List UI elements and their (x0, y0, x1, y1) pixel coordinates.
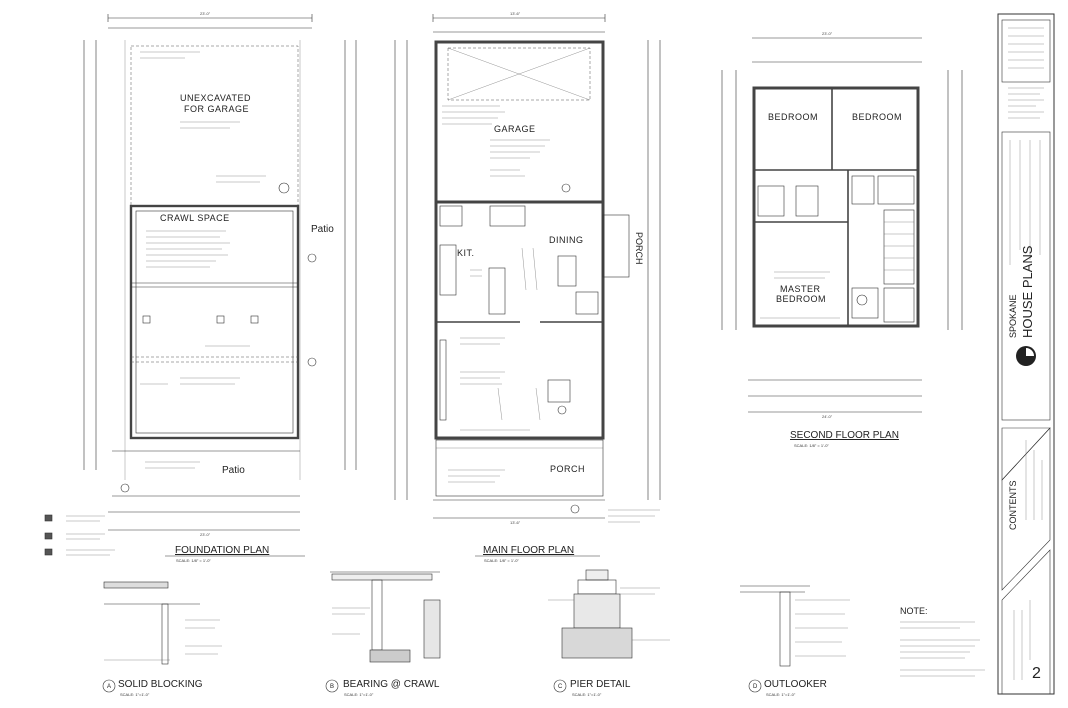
foundation-patio-front: Patio (222, 465, 245, 476)
detail-1-number: A (107, 684, 111, 690)
detail-4-label: OUTLOOKER (764, 679, 827, 690)
main-kitchen-label: KIT. (457, 248, 475, 258)
detail-4-scale: SCALE: 1"=1'-0" (766, 692, 796, 697)
title-block: SPOKANE HOUSE PLANS CONTENTS 2 (997, 13, 1055, 695)
detail-pier: C PIER DETAIL SCALE: 1"=1'-0" (548, 569, 670, 697)
foundation-plan: 23'-0" UNEXCAVATED FOR GARAGE CRAWL SPAC… (44, 11, 357, 563)
title-page-number: 2 (1032, 665, 1041, 682)
detail-solid-blocking: A SOLID BLOCKING SCALE: 1"=1'-0" (102, 581, 222, 697)
foundation-title: FOUNDATION PLAN (175, 545, 269, 556)
detail-3-scale: SCALE: 1"=1'-0" (572, 692, 602, 697)
detail-3-number: C (558, 684, 563, 690)
detail-4-number: D (753, 684, 758, 690)
second-scale: SCALE: 1/8" = 1'-0" (794, 443, 829, 448)
main-scale: SCALE: 1/8" = 1'-0" (484, 558, 519, 563)
main-floor-plan: 13'-6" GARAGE KIT. DINING (394, 11, 661, 563)
title-contents-heading: CONTENTS (1008, 481, 1018, 531)
foundation-scale: SCALE: 1/8" = 1'-0" (176, 558, 211, 563)
notes-title: NOTE: (900, 606, 928, 616)
detail-outlooker: D OUTLOOKER SCALE: 1"=1'-0" (740, 585, 850, 697)
detail-bearing-crawl: B BEARING @ CRAWL SCALE: 1"=1'-0" (325, 571, 441, 697)
main-porch-side: PORCH (634, 232, 644, 265)
title-brand-top: SPOKANE (1008, 294, 1018, 338)
second-bedroom-left: BEDROOM (768, 112, 818, 122)
second-floor-plan: 23'-0" BEDROOM BEDROOM MASTER BEDROOM 24… (721, 31, 963, 448)
foundation-garage-label-2: FOR GARAGE (184, 104, 249, 114)
foundation-dim-bottom: 23'-0" (200, 532, 211, 537)
detail-2-scale: SCALE: 1"=1'-0" (344, 692, 374, 697)
second-title: SECOND FLOOR PLAN (790, 430, 899, 441)
foundation-patio-side: Patio (311, 224, 334, 235)
main-dim-top: 13'-6" (510, 11, 521, 16)
second-master-1: MASTER (780, 284, 821, 294)
detail-1-label: SOLID BLOCKING (118, 679, 203, 690)
detail-2-number: B (330, 684, 334, 690)
notes-block: NOTE: (900, 606, 985, 677)
title-brand-main: HOUSE PLANS (1020, 245, 1035, 338)
foundation-garage-label-1: UNEXCAVATED (180, 93, 251, 103)
detail-3-label: PIER DETAIL (570, 679, 631, 690)
second-dim-top: 23'-0" (822, 31, 833, 36)
main-garage-label: GARAGE (494, 124, 536, 134)
second-dim-bottom: 24'-0" (822, 414, 833, 419)
second-bedroom-right: BEDROOM (852, 112, 902, 122)
second-master-2: BEDROOM (776, 294, 826, 304)
main-porch-front: PORCH (550, 464, 585, 474)
foundation-dim-top: 23'-0" (200, 11, 211, 16)
main-dining-label: DINING (549, 235, 584, 245)
detail-2-label: BEARING @ CRAWL (343, 679, 440, 690)
foundation-crawl-label: CRAWL SPACE (160, 213, 230, 223)
main-title: MAIN FLOOR PLAN (483, 545, 574, 556)
detail-1-scale: SCALE: 1"=1'-0" (120, 692, 150, 697)
main-dim-bottom: 13'-6" (510, 520, 521, 525)
